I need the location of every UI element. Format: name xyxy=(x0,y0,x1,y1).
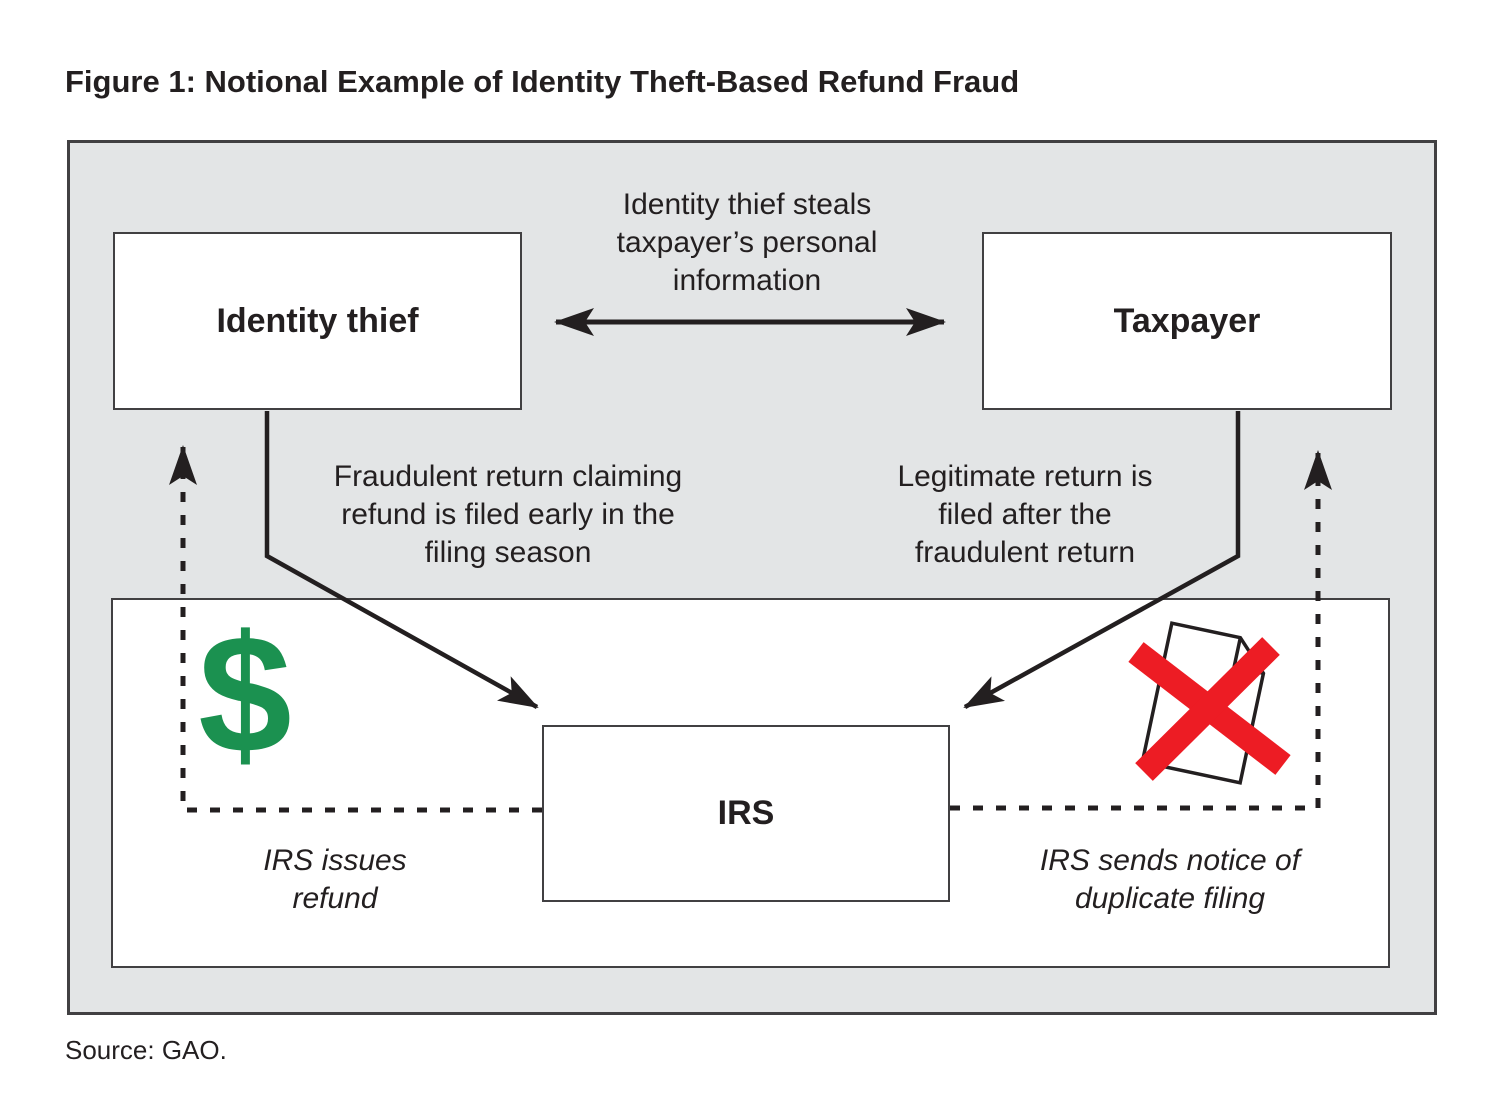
node-identity-thief: Identity thief xyxy=(113,232,522,410)
figure-title: Figure 1: Notional Example of Identity T… xyxy=(65,64,1020,99)
node-identity-thief-label: Identity thief xyxy=(216,301,419,340)
annotation-legitimate-return: Legitimate return is filed after the fra… xyxy=(897,460,1153,569)
node-irs: IRS xyxy=(542,725,950,902)
node-irs-label: IRS xyxy=(717,794,775,832)
node-taxpayer-label: Taxpayer xyxy=(1113,301,1261,340)
node-taxpayer: Taxpayer xyxy=(982,232,1392,410)
annotation-steal-info: Identity thief steals taxpayer’s persona… xyxy=(616,188,878,297)
annotation-irs-issues-refund: IRS issues refund xyxy=(263,844,407,915)
annotation-fraudulent-return: Fraudulent return claiming refund is fil… xyxy=(333,460,683,569)
annotation-irs-sends-notice: IRS sends notice of duplicate filing xyxy=(1039,844,1301,915)
source-note: Source: GAO. xyxy=(65,1035,227,1065)
